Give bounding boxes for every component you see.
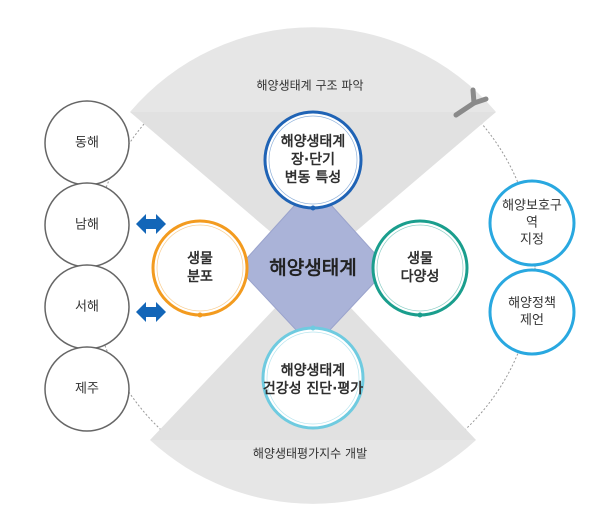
bottom-node-inner [266, 331, 360, 425]
right-node-dot [417, 312, 423, 318]
policy-label-proposal: 해양정책 제언 [508, 296, 556, 328]
policy-label-reserve: 해양보호구역 지정 [502, 198, 562, 248]
double-arrow-icon [136, 214, 166, 234]
left-node-dot [197, 312, 203, 318]
top-node-inner [268, 115, 358, 205]
sea-label-west: 서해 [75, 299, 99, 315]
sea-circle-jeju [44, 346, 130, 432]
double-arrow-icon [136, 302, 166, 322]
policy-circle-proposal [488, 268, 576, 356]
arc-top-label: 해양생태계 구조 파악 [256, 78, 364, 93]
sea-label-jeju: 제주 [75, 381, 99, 397]
right-node-label: 생물 다양성 [400, 251, 440, 285]
top-arc-cap [130, 27, 496, 113]
center-label: 해양생태계 [269, 257, 357, 279]
left-node-inner [156, 224, 244, 312]
sea-label-south: 남해 [75, 217, 99, 233]
bottom-arc-cap [150, 440, 476, 504]
left-node-label: 생물 분포 [187, 251, 213, 285]
sea-label-east: 동해 [75, 135, 99, 151]
policy-circle-reserve [488, 179, 576, 267]
cycle-arrow-tail-icon [470, 87, 477, 106]
top-node-label: 해양생태계 장·단기 변동 특성 [280, 134, 346, 186]
bottom-node-label: 해양생태계 건강성 진단·평가 [262, 363, 364, 397]
arc-bottom-label: 해양생태평가지수 개발 [252, 446, 368, 461]
bottom-node-dot [310, 325, 316, 331]
top-node-dot [310, 205, 316, 211]
right-node-inner [376, 224, 464, 312]
